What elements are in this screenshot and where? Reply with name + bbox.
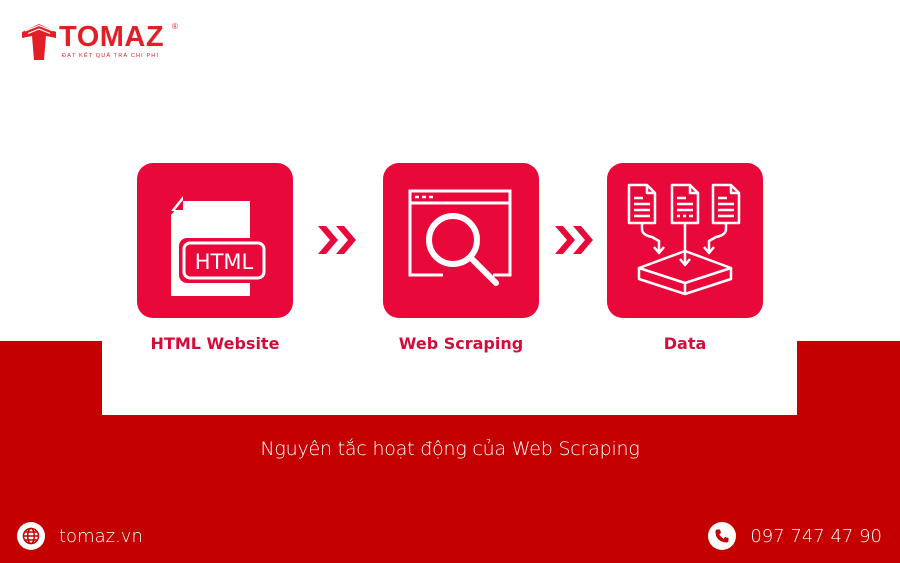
website-link[interactable]: tomaz.vn xyxy=(59,525,143,547)
double-chevron-right-icon xyxy=(318,226,356,254)
diagram-panel xyxy=(102,320,797,415)
step-data-box xyxy=(607,163,763,318)
registered-mark: ® xyxy=(172,22,178,31)
brand-name: TOMAZ xyxy=(59,21,165,53)
step-web-scraping-label: Web Scraping xyxy=(398,334,524,353)
step-data-label: Data xyxy=(663,334,707,353)
globe-icon xyxy=(17,522,45,550)
footer-phone[interactable]: 097 747 47 90 xyxy=(708,522,882,550)
step-html-website-box: HTML xyxy=(137,163,293,318)
browser-search-icon xyxy=(408,189,512,286)
documents-to-database-icon xyxy=(627,183,741,296)
brand-logo: TOMAZ ® ĐẠT KẾT QUẢ TRẢ CHI PHÍ xyxy=(22,22,192,62)
svg-text:HTML: HTML xyxy=(195,250,254,274)
brand-tagline: ĐẠT KẾT QUẢ TRẢ CHI PHÍ xyxy=(62,53,160,59)
tomaz-t-logo-icon xyxy=(22,24,56,60)
phone-number[interactable]: 097 747 47 90 xyxy=(750,525,882,547)
double-chevron-right-icon xyxy=(555,226,593,254)
footer-website[interactable]: tomaz.vn xyxy=(17,522,143,550)
phone-icon xyxy=(708,522,737,550)
step-html-website-label: HTML Website xyxy=(150,334,280,353)
step-web-scraping-box xyxy=(383,163,539,318)
diagram-caption: Nguyên tắc hoạt động của Web Scraping xyxy=(260,438,640,460)
html-file-icon: HTML xyxy=(171,196,269,296)
